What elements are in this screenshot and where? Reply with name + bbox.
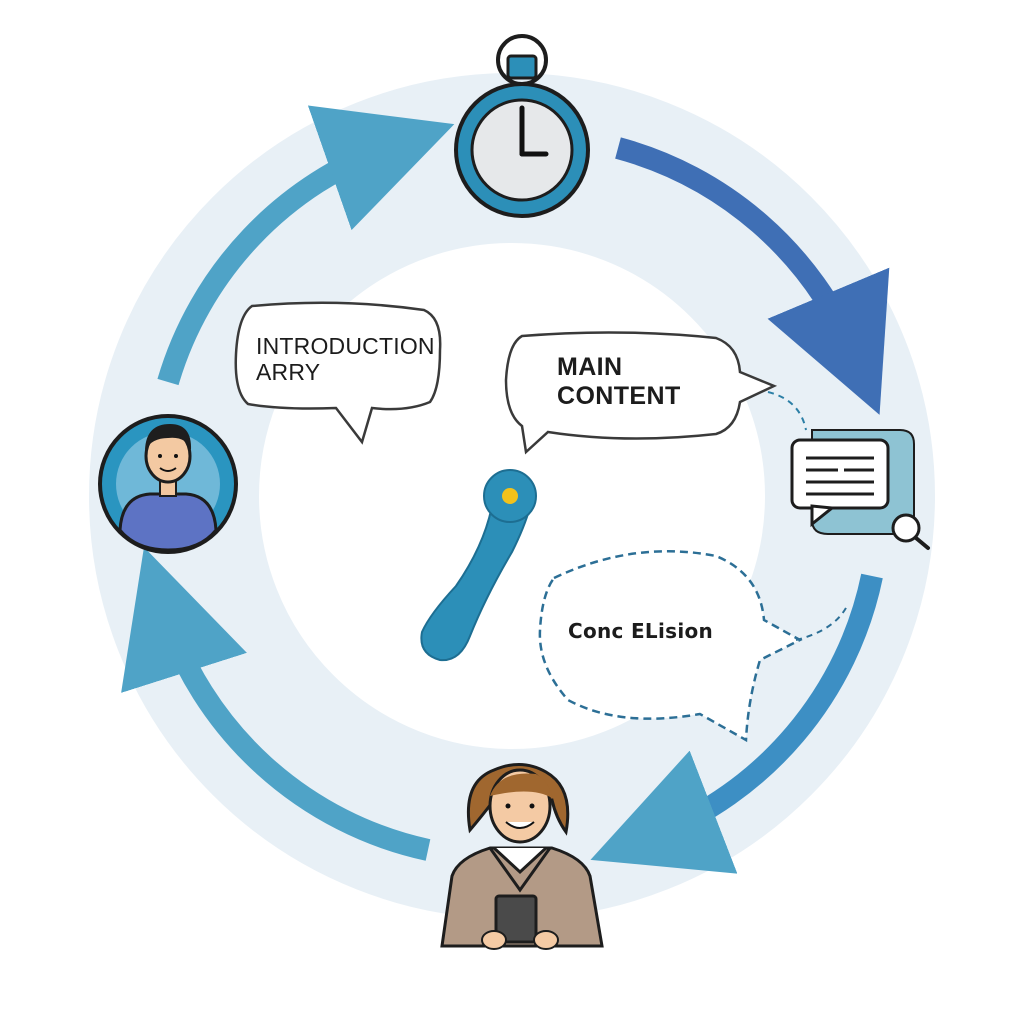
arrow-bottom-right [590, 573, 883, 874]
conclusion-bubble [538, 550, 803, 743]
main-content-connector [767, 391, 807, 431]
man-avatar-icon [98, 414, 238, 554]
introduction-line-2: ARRY [256, 359, 321, 386]
stopwatch-icon [454, 34, 590, 218]
main-content-bubble [504, 331, 778, 455]
main-content-label: MAIN CONTENT [557, 353, 681, 411]
pointer-hand-icon [420, 469, 537, 662]
arrow-bottom-left [121, 547, 431, 861]
introduction-label: INTRODUCTION ARRY [256, 333, 435, 386]
introduction-bubble [234, 301, 442, 445]
arrow-top-right [615, 137, 890, 415]
conclusion-label: Conc ELision [568, 619, 714, 643]
arrow-top-left [157, 105, 455, 386]
conclusion-connector [795, 603, 849, 641]
main-content-line-2: CONTENT [557, 381, 681, 410]
main-content-line-1: MAIN [557, 353, 623, 381]
woman-presenter-icon [440, 763, 604, 950]
introduction-line-1: INTRODUCTION [256, 333, 435, 359]
document-magnifier-icon [790, 429, 930, 550]
